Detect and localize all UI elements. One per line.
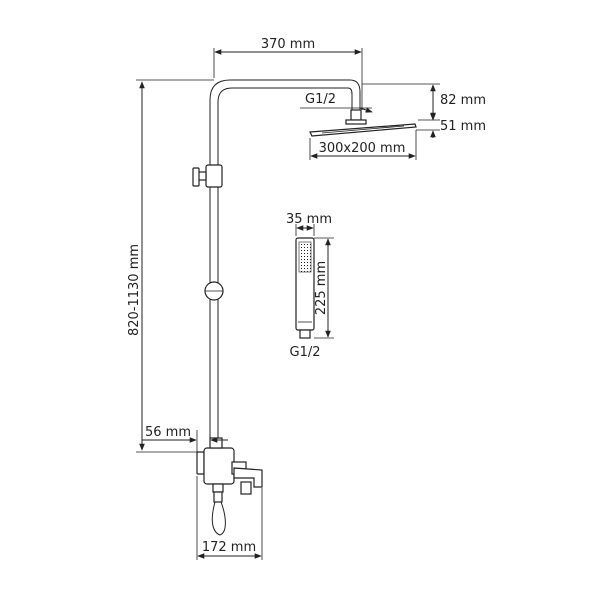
- wall-offset-label: 56 mm: [145, 425, 191, 440]
- dim-arm-length: 370 mm: [213, 37, 363, 110]
- head-height-top-label: 82 mm: [440, 93, 486, 108]
- head-size-label: 300x200 mm: [319, 141, 406, 156]
- dim-mixer-width: 172 mm: [196, 476, 263, 560]
- dim-hand-width: 35 mm: [286, 212, 332, 236]
- arm-length-label: 370 mm: [261, 37, 315, 52]
- shower-column: [209, 79, 361, 440]
- hand-length-label: 225 mm: [314, 261, 329, 315]
- dim-head-height: 82 mm 51 mm: [362, 83, 486, 138]
- shower-head: [309, 109, 417, 137]
- height-adjust-knob: [204, 281, 224, 301]
- shower-hose: [211, 483, 226, 536]
- hand-shower: [295, 237, 315, 339]
- dim-head-size: 300x200 mm: [309, 130, 417, 160]
- mixer-width-label: 172 mm: [202, 540, 256, 555]
- head-thread-label: G1/2: [305, 92, 336, 107]
- head-height-bottom-label: 51 mm: [440, 119, 486, 134]
- hand-width-label: 35 mm: [286, 212, 332, 227]
- dim-wall-offset: 56 mm: [142, 425, 228, 452]
- total-height-label: 820-1130 mm: [127, 244, 142, 336]
- mixer-body: [196, 437, 263, 495]
- dim-total-height: 820-1130 mm: [127, 79, 214, 453]
- hand-thread-label: G1/2: [290, 345, 321, 360]
- dim-head-thread: G1/2: [300, 92, 373, 113]
- slide-bracket: [192, 164, 223, 188]
- dim-hand-length: 225 mm: [314, 237, 334, 339]
